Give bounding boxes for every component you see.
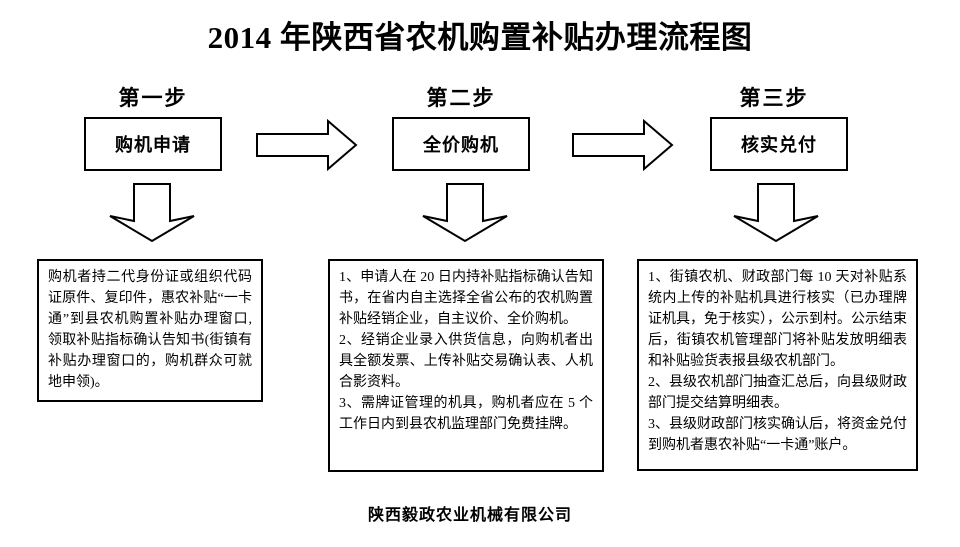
footer-company-name: 陕西毅政农业机械有限公司 xyxy=(367,507,572,524)
detail-box-3: 1、街镇农机、财政部门每 10 天对补贴系统内上传的补贴机具进行核实（已办理牌证… xyxy=(637,259,918,471)
detail-text-2: 1、申请人在 20 日内持补贴指标确认告知书，在省内自主选择全省公布的农机购置补… xyxy=(339,270,593,432)
right-arrow-icon-2 xyxy=(572,119,674,171)
detail-text-1: 购机者持二代身份证或组织代码证原件、复印件，惠农补贴“一卡通”到县农机购置补贴办… xyxy=(48,270,252,390)
step-box-3: 核实兑付 xyxy=(710,117,848,171)
step-label-2: 第二步 xyxy=(426,86,496,110)
step-label-1: 第一步 xyxy=(118,86,188,110)
right-arrow-icon-1 xyxy=(256,119,358,171)
detail-text-3: 1、街镇农机、财政部门每 10 天对补贴系统内上传的补贴机具进行核实（已办理牌证… xyxy=(648,270,907,453)
step-box-2-label: 全价购机 xyxy=(423,135,499,155)
step-box-1: 购机申请 xyxy=(84,117,222,171)
down-arrow-icon-2 xyxy=(422,183,508,243)
step-box-2: 全价购机 xyxy=(392,117,530,171)
down-arrow-icon-1 xyxy=(109,183,195,243)
step-box-3-label: 核实兑付 xyxy=(741,135,817,155)
page-title: 2014 年陕西省农机购置补贴办理流程图 xyxy=(207,20,753,55)
down-arrow-icon-3 xyxy=(733,183,819,243)
detail-box-2: 1、申请人在 20 日内持补贴指标确认告知书，在省内自主选择全省公布的农机购置补… xyxy=(328,259,604,472)
step-label-3: 第三步 xyxy=(739,86,809,110)
step-box-1-label: 购机申请 xyxy=(115,135,191,155)
detail-box-1: 购机者持二代身份证或组织代码证原件、复印件，惠农补贴“一卡通”到县农机购置补贴办… xyxy=(37,259,263,402)
